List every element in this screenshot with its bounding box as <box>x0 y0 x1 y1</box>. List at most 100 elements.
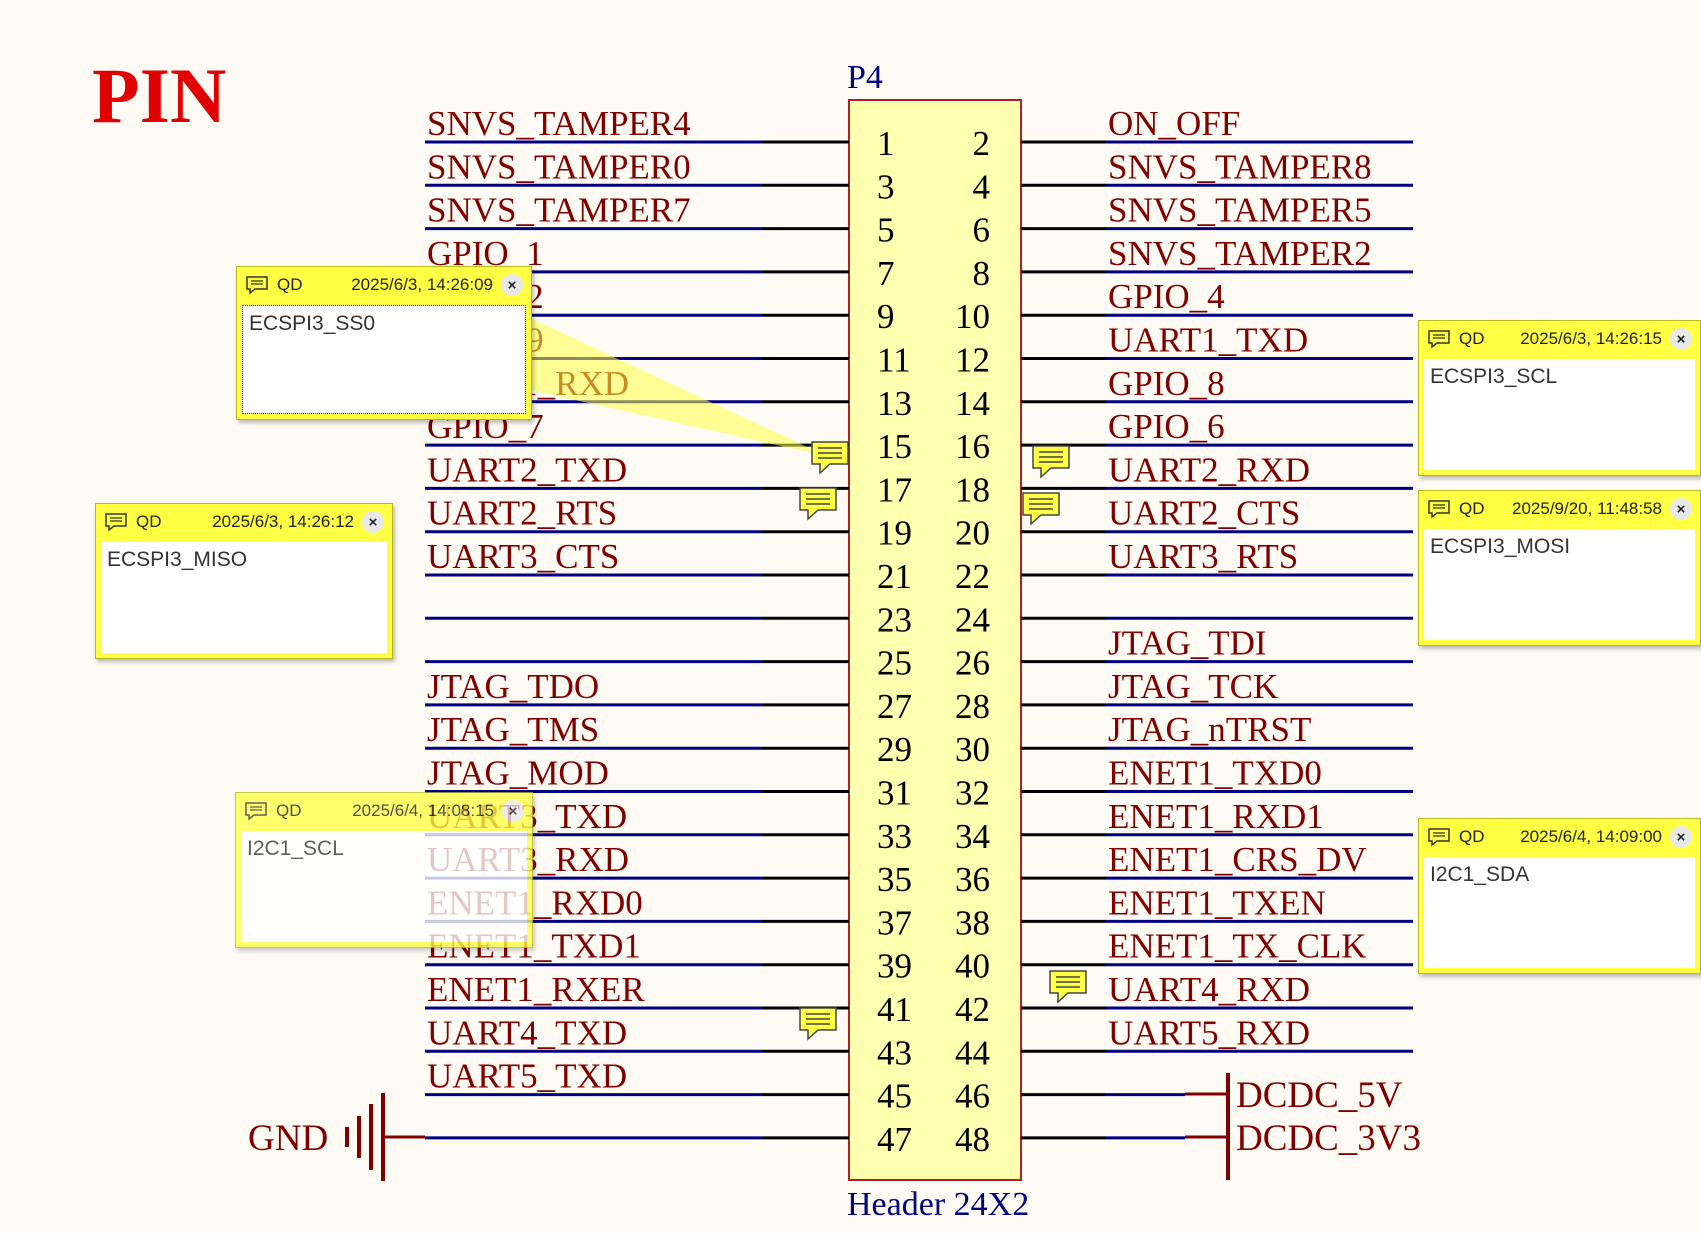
pin-number: 43 <box>877 1033 912 1072</box>
note-author: QD <box>1459 329 1485 348</box>
net-label[interactable]: UART2_CTS <box>1108 494 1300 533</box>
close-icon[interactable]: × <box>1670 328 1692 350</box>
dcdc-5v-label: DCDC_5V <box>1236 1075 1403 1116</box>
note-timestamp: 2025/6/3, 14:26:09 <box>351 275 493 294</box>
net-label[interactable]: ENET1_TX_CLK <box>1108 927 1367 966</box>
net-label[interactable]: SNVS_TAMPER4 <box>427 104 691 143</box>
net-label[interactable]: ON_OFF <box>1108 104 1240 143</box>
pin-number: 22 <box>955 557 990 596</box>
net-label[interactable]: UART2_TXD <box>427 450 627 489</box>
net-label[interactable]: GPIO_4 <box>1108 277 1225 316</box>
net-label[interactable]: GPIO_8 <box>1108 364 1225 403</box>
comment-icon <box>1428 330 1450 349</box>
close-icon[interactable]: × <box>1670 498 1692 520</box>
comment-marker-icon[interactable] <box>1049 970 1087 1004</box>
net-label[interactable]: JTAG_nTRST <box>1108 710 1311 749</box>
pin-number: 21 <box>877 557 912 596</box>
net-label[interactable]: SNVS_TAMPER5 <box>1108 191 1372 230</box>
comment-marker-icon[interactable] <box>1032 445 1070 479</box>
power-port-5v[interactable]: DCDC_5V <box>1185 1073 1403 1158</box>
net-label[interactable]: UART5_TXD <box>427 1057 627 1096</box>
note-timestamp: 2025/6/4, 14:09:00 <box>1520 827 1662 846</box>
pin-number: 42 <box>955 990 990 1029</box>
gnd-label: GND <box>248 1118 328 1159</box>
net-label[interactable]: ENET1_TXEN <box>1108 883 1326 922</box>
net-label[interactable]: GPIO_6 <box>1108 407 1225 446</box>
header-body[interactable] <box>848 99 1022 1181</box>
pin-number: 18 <box>955 470 990 509</box>
net-label[interactable]: ENET1_CRS_DV <box>1108 840 1367 879</box>
note-text[interactable]: ECSPI3_SS0 <box>242 305 526 414</box>
net-label[interactable]: JTAG_TDI <box>1108 624 1267 663</box>
net-label[interactable]: ENET1_RXER <box>427 970 645 1009</box>
comment-marker-icon[interactable] <box>799 487 837 521</box>
power-port-3v3[interactable]: DCDC_3V3 <box>1185 1116 1421 1180</box>
close-icon[interactable]: × <box>501 274 523 296</box>
comment-note-scl[interactable]: QD 2025/6/4, 14:08:15 × I2C1_SCL <box>235 792 533 948</box>
pin-number: 45 <box>877 1077 912 1116</box>
net-label[interactable]: SNVS_TAMPER8 <box>1108 147 1372 186</box>
note-author: QD <box>1459 827 1485 846</box>
pin-number: 2 <box>973 124 991 163</box>
net-label[interactable]: JTAG_TCK <box>1108 667 1278 706</box>
pin-number: 3 <box>877 167 895 206</box>
pin-number: 38 <box>955 903 990 942</box>
comment-note-miso[interactable]: QD 2025/6/3, 14:26:12 × ECSPI3_MISO <box>95 503 393 659</box>
component-comment: Header 24X2 <box>847 1186 1029 1223</box>
comment-note-mosi[interactable]: QD 2025/9/20, 11:48:58 × ECSPI3_MOSI <box>1418 490 1701 646</box>
net-label[interactable]: UART1_TXD <box>1108 321 1308 360</box>
comment-note-sda[interactable]: QD 2025/6/4, 14:09:00 × I2C1_SDA <box>1418 818 1701 974</box>
pin-number: 19 <box>877 514 912 553</box>
pin-number: 8 <box>973 254 991 293</box>
comment-marker-icon[interactable] <box>1022 492 1060 526</box>
net-label[interactable]: ENET1_RXD1 <box>1108 797 1324 836</box>
net-label[interactable]: JTAG_MOD <box>427 754 609 793</box>
net-label[interactable]: ENET1_TXD0 <box>1108 754 1322 793</box>
comment-note-ecspi3-scl[interactable]: QD 2025/6/3, 14:26:15 × ECSPI3_SCL <box>1418 320 1701 476</box>
net-label[interactable]: SNVS_TAMPER7 <box>427 191 691 230</box>
net-label[interactable]: UART5_RXD <box>1108 1013 1310 1052</box>
pin-number: 30 <box>955 730 990 769</box>
note-timestamp: 2025/6/3, 14:26:15 <box>1520 329 1662 348</box>
dcdc-3v3-label: DCDC_3V3 <box>1236 1118 1421 1159</box>
pin-number: 20 <box>955 514 990 553</box>
net-label[interactable]: SNVS_TAMPER0 <box>427 147 691 186</box>
comment-marker-icon[interactable] <box>799 1007 837 1041</box>
pin-number: 44 <box>955 1033 990 1072</box>
pin-number: 47 <box>877 1120 912 1159</box>
comment-marker-icon[interactable] <box>811 441 849 475</box>
pin-number: 26 <box>955 644 990 683</box>
gnd-symbol[interactable]: GND <box>248 1093 425 1181</box>
net-label[interactable]: UART4_TXD <box>427 1013 627 1052</box>
comment-note-ss0[interactable]: QD 2025/6/3, 14:26:09 × ECSPI3_SS0 <box>236 266 532 420</box>
close-icon[interactable]: × <box>502 800 524 822</box>
net-label[interactable]: JTAG_TMS <box>427 710 599 749</box>
pin-number: 40 <box>955 947 990 986</box>
pin-number: 12 <box>955 341 990 380</box>
close-icon[interactable]: × <box>362 511 384 533</box>
note-text[interactable]: I2C1_SCL <box>241 831 527 942</box>
close-icon[interactable]: × <box>1670 826 1692 848</box>
net-label[interactable]: UART3_CTS <box>427 537 619 576</box>
comment-pointer <box>530 318 826 456</box>
pin-number: 48 <box>955 1120 990 1159</box>
note-text[interactable]: ECSPI3_SCL <box>1424 359 1695 470</box>
note-text[interactable]: ECSPI3_MOSI <box>1424 529 1695 640</box>
net-label[interactable]: UART2_RXD <box>1108 450 1310 489</box>
net-label[interactable]: JTAG_TDO <box>427 667 599 706</box>
comment-markers <box>799 441 1087 1041</box>
pin-number: 5 <box>877 211 895 250</box>
net-label[interactable]: UART2_RTS <box>427 494 617 533</box>
comment-icon <box>1428 500 1450 519</box>
pin-number: 46 <box>955 1077 990 1116</box>
net-label[interactable]: SNVS_TAMPER2 <box>1108 234 1372 273</box>
note-text[interactable]: I2C1_SDA <box>1424 857 1695 968</box>
note-author: QD <box>136 512 162 531</box>
pin-number: 31 <box>877 774 912 813</box>
note-text[interactable]: ECSPI3_MISO <box>101 542 387 653</box>
net-label[interactable]: UART3_RTS <box>1108 537 1298 576</box>
pin-number: 13 <box>877 384 912 423</box>
note-timestamp: 2025/6/3, 14:26:12 <box>212 512 354 531</box>
net-label[interactable]: UART4_RXD <box>1108 970 1310 1009</box>
